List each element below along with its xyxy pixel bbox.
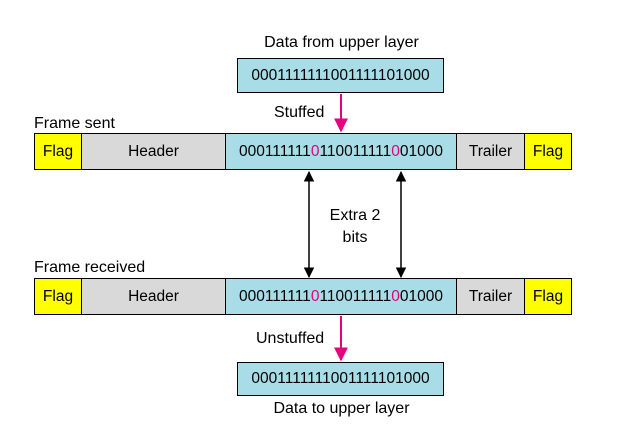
payload-bits: 000111111 <box>238 287 311 305</box>
frame-sent-header: Header <box>81 133 226 170</box>
extra-bits-line1: Extra 2 <box>329 207 381 224</box>
frame-received-flag-left: Flag <box>34 278 82 315</box>
frame-received-header: Header <box>81 278 226 315</box>
payload-bits: 01000 <box>399 287 444 305</box>
frame-received-flag-right: Flag <box>524 278 572 315</box>
stuffed-bit-1: 0 <box>310 287 320 305</box>
frame-sent-label: Frame sent <box>34 115 115 132</box>
payload-bits: 01000 <box>399 142 444 160</box>
extra-bits-line2: bits <box>342 229 368 246</box>
stuffed-bit-2: 0 <box>391 287 400 305</box>
unstuffed-label: Unstuffed <box>256 330 325 347</box>
extra-bits-label: Extra 2 bits <box>320 205 390 249</box>
frame-sent-flag-left: Flag <box>34 133 82 170</box>
frame-received-trailer: Trailer <box>456 278 525 315</box>
payload-bits: 110011111 <box>319 287 392 305</box>
frame-received-label: Frame received <box>34 259 146 276</box>
payload-bits: 000111111 <box>238 142 311 160</box>
payload-bits: 110011111 <box>319 142 392 160</box>
stuffed-bit-1: 0 <box>310 142 320 160</box>
stuffed-label: Stuffed <box>274 104 325 121</box>
bottom-data-box: 0001111111001111101000 <box>237 362 444 396</box>
frame-sent-flag-right: Flag <box>524 133 572 170</box>
data-to-upper-layer-label: Data to upper layer <box>273 400 410 417</box>
frame-sent-trailer: Trailer <box>456 133 525 170</box>
top-data-box: 0001111111001111101000 <box>237 58 444 93</box>
stuffed-bit-2: 0 <box>391 142 400 160</box>
data-from-upper-layer-label: Data from upper layer <box>264 34 419 51</box>
